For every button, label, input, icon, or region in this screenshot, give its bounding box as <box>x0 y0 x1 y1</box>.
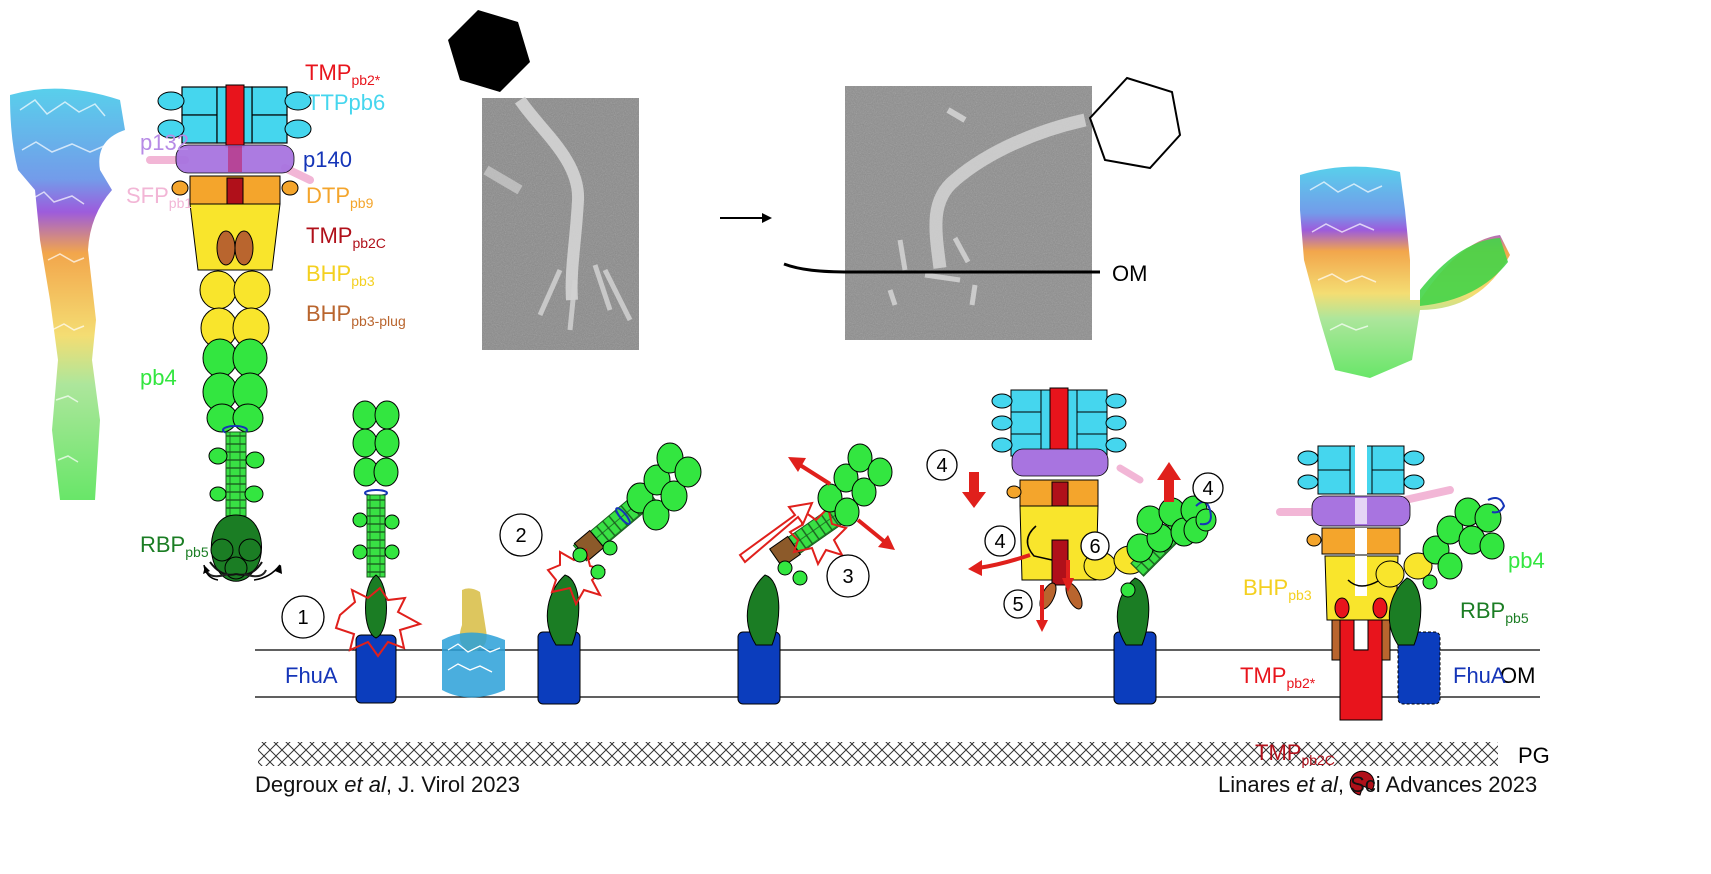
label-om-photo: OM <box>1112 261 1147 286</box>
stage-3-tail <box>738 443 895 646</box>
stage-1-tail <box>334 400 423 658</box>
label-tmp-pb2c: TMPpb2C <box>306 223 386 251</box>
step-circle: 4 <box>926 449 958 481</box>
step-circle: 4 <box>984 525 1016 557</box>
svg-text:4: 4 <box>1202 478 1213 500</box>
step-circle: 5 <box>1003 589 1033 619</box>
left-labels: TMPpb2* TTPpb6 p132 p140 SFPpb1 DTPpb9 T… <box>126 60 406 560</box>
final-stage-tail <box>1276 440 1506 796</box>
svg-text:5: 5 <box>1012 594 1023 616</box>
left-pdb-structure <box>10 88 125 501</box>
stage-4-6-tail <box>962 387 1217 646</box>
svg-text:3: 3 <box>842 566 853 588</box>
right-pdb-structure <box>1300 166 1510 378</box>
label-right-rbp-pb5: RBPpb5 <box>1460 598 1529 626</box>
step-markers: 1 2 3 4 4 4 5 6 <box>281 449 1224 639</box>
right-labels: BHPpb3 pb4 RBPpb5 TMPpb2* TMPpb2C <box>1240 548 1545 768</box>
label-ttp-pb6: TTPpb6 <box>307 90 385 115</box>
svg-text:1: 1 <box>297 607 308 629</box>
fhua-rbp-pdb <box>442 588 505 698</box>
step-circle: 2 <box>499 513 543 557</box>
peptidoglycan-layer <box>258 742 1498 766</box>
label-p140: p140 <box>303 147 352 172</box>
label-p132: p132 <box>140 130 189 155</box>
svg-text:4: 4 <box>994 531 1005 553</box>
label-tmp-pb2star: TMPpb2* <box>305 60 381 88</box>
full-tail-schematic <box>146 84 314 582</box>
citation-right: Linares et al, Sci Advances 2023 <box>1218 772 1537 797</box>
label-om-right: OM <box>1500 663 1535 688</box>
phage-capsid-empty <box>1088 76 1182 170</box>
label-right-tmp-pb2star: TMPpb2* <box>1240 663 1316 691</box>
label-right-bhp-pb3: BHPpb3 <box>1243 575 1312 603</box>
label-fhua-right: FhuA <box>1453 663 1506 688</box>
stage-2-tail <box>546 442 702 646</box>
step-circle: 4 <box>1192 472 1224 504</box>
em-photo-after: OM <box>783 76 1182 340</box>
em-photo-before <box>448 10 639 350</box>
svg-text:4: 4 <box>936 455 947 477</box>
label-pb4: pb4 <box>140 365 177 390</box>
label-right-tmp-pb2c: TMPpb2C <box>1255 740 1335 768</box>
outer-membrane-line <box>783 262 1100 274</box>
fhua-barrel <box>1397 631 1441 705</box>
label-bhp-pb3-plug: BHPpb3-plug <box>306 301 406 329</box>
label-rbp-pb5: RBPpb5 <box>140 532 209 560</box>
step-circle: 6 <box>1080 531 1110 561</box>
transition-arrow <box>720 213 772 223</box>
label-dtp-pb9: DTPpb9 <box>306 183 374 211</box>
phage-capsid-black <box>448 10 530 92</box>
label-pg: PG <box>1518 743 1550 768</box>
label-fhua: FhuA <box>285 663 338 688</box>
label-sfp-pb1: SFPpb1 <box>126 183 192 211</box>
label-right-pb4: pb4 <box>1508 548 1545 573</box>
citation-left: Degroux et al, J. Virol 2023 <box>255 772 520 797</box>
membrane-and-pg: PG OM <box>255 649 1550 768</box>
step-circle: 3 <box>826 554 870 598</box>
svg-text:6: 6 <box>1089 536 1100 558</box>
svg-text:2: 2 <box>515 525 526 547</box>
label-bhp-pb3: BHPpb3 <box>306 261 375 289</box>
step-circle: 1 <box>281 595 325 639</box>
